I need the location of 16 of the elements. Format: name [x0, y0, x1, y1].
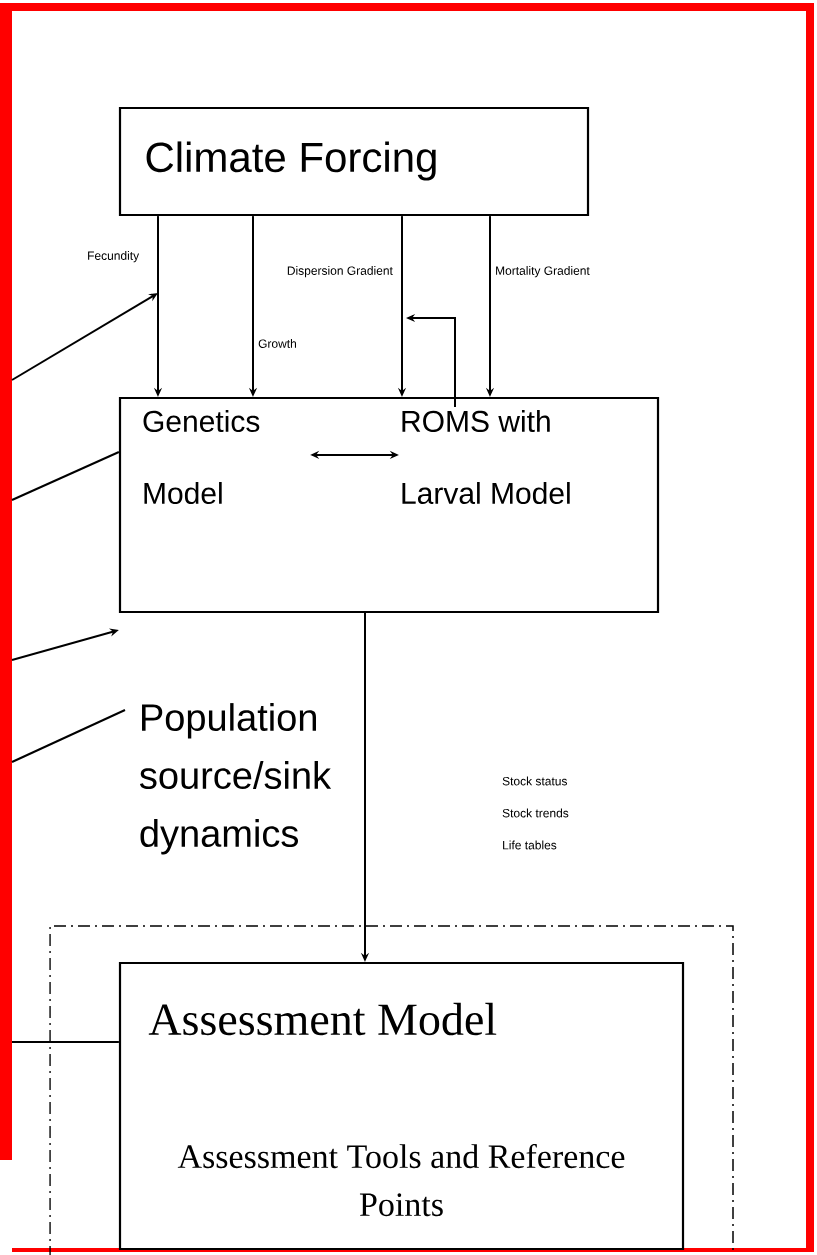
line [11, 451, 120, 501]
line [11, 1041, 120, 1043]
model-box [118, 396, 660, 614]
edge-label: Fecundity [88, 251, 140, 263]
stock-note: Stock trends [502, 808, 569, 818]
model-label: ROMS with Larval Model [402, 410, 570, 505]
model-label: Genetics Model [143, 410, 260, 505]
assessment-box: Assessment Model Assessment Tools and Reference Points [118, 961, 685, 1251]
dash-dot-frame [49, 925, 734, 1255]
edge-label: Growth [258, 339, 296, 348]
edge-label: Dispersion Gradient [287, 266, 393, 278]
stock-note: Stock status [502, 776, 568, 786]
process-box: Climate Forcing [118, 106, 590, 217]
edge-label: Mortality Gradient [496, 266, 590, 278]
stock-note: Life tables [503, 840, 557, 850]
population-label: Population source/sink dynamics [139, 703, 332, 855]
